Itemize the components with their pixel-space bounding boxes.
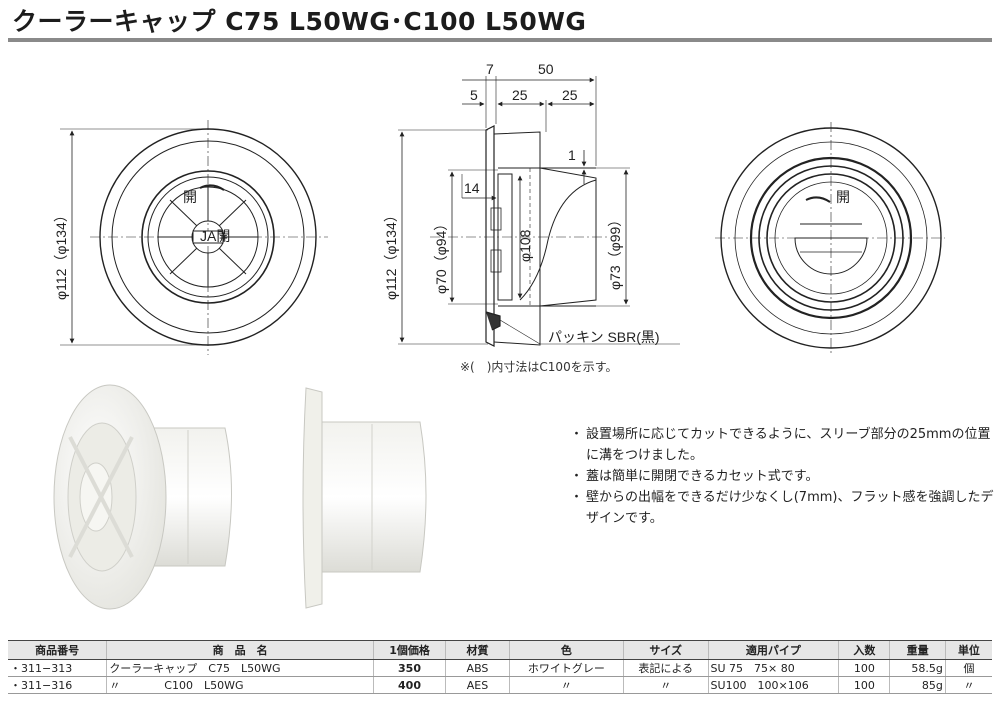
technical-drawings: JA開 開 φ112（φ134） [53,61,945,610]
cell-qty: 100 [838,659,890,677]
cell-weight: 58.5g [889,659,946,677]
dim-top-5: 5 [470,87,478,103]
cell-name: クーラーキャップ C75 L50WG [106,659,374,677]
feature-item: 設置場所に応じてカットできるように、スリーブ部分の25mmの位置に溝をつけました… [570,424,994,466]
col-header: 適用パイプ [707,640,839,660]
product-table: 商品番号 商 品 名 1個価格 材質 色 サイズ 適用パイプ 入数 重量 単位 … [8,640,992,694]
cell-price: 400 [372,676,446,694]
side-outer-dimension: φ112（φ134） [383,208,399,300]
cell-color: ホワイトグレー [508,659,624,677]
dim-top-25a: 25 [512,87,528,103]
col-header: サイズ [622,640,709,660]
col-header: 入数 [838,640,890,660]
cell-code: ・311−316 [8,676,107,694]
dim-top-7: 7 [486,61,494,77]
col-header: 商品番号 [8,640,107,660]
feature-list: 設置場所に応じてカットできるように、スリーブ部分の25mmの位置に溝をつけました… [570,424,994,529]
dim-top-25b: 25 [562,87,578,103]
product-photo-front [53,384,232,610]
front-view [60,120,328,355]
table-header-row: 商品番号 商 品 名 1個価格 材質 色 サイズ 適用パイプ 入数 重量 単位 [8,640,992,660]
cell-price: 350 [372,659,446,677]
col-header: 材質 [445,640,510,660]
back-open-label: 開 [836,189,850,205]
front-badge-text: JA開 [200,228,230,244]
table-row: ・311−316 〃 C100 L50WG 400 AES 〃 〃 SU100 … [8,676,992,694]
cell-name: 〃 C100 L50WG [106,676,374,694]
dim-top-50: 50 [538,61,554,77]
cell-color: 〃 [508,676,624,694]
col-header: 単位 [944,640,992,660]
cell-material: AES [445,676,510,694]
cell-unit: 個 [944,659,992,677]
cell-size: 表記による [622,659,709,677]
dim-right-1: 1 [568,147,576,163]
cell-size: 〃 [622,676,709,694]
cell-pipe: SU 75 75× 80 [707,659,839,677]
front-open-label: 開 [183,189,197,205]
title-rule [8,38,992,42]
cell-qty: 100 [838,676,890,694]
side-mid-dimension: φ108 [517,229,533,262]
gasket-label: パッキン SBR(黒) [548,329,660,345]
cell-code: ・311−313 [8,659,107,677]
col-header: 1個価格 [372,640,446,660]
product-photo-side [302,387,427,609]
side-view [398,76,680,347]
feature-item: 壁からの出幅をできるだけ少なくし(7mm)、フラット感を強調したデザインです。 [570,487,994,529]
side-right-dimension: φ73（φ99） [607,213,623,290]
front-outer-dimension: φ112（φ134） [53,208,69,300]
cell-pipe: SU100 100×106 [707,676,839,694]
page-title: クーラーキャップ C75 L50WG･C100 L50WG [12,7,587,36]
dimension-note: ※( )内寸法はC100を示す。 [460,360,618,374]
dim-left-14: 14 [464,180,480,196]
cell-material: ABS [445,659,510,677]
back-view [715,122,945,355]
cell-weight: 85g [889,676,946,694]
side-inner-dimension: φ70（φ94） [433,217,449,294]
col-header: 色 [508,640,624,660]
col-header: 重量 [889,640,946,660]
col-header: 商 品 名 [106,640,374,660]
table-row: ・311−313 クーラーキャップ C75 L50WG 350 ABS ホワイト… [8,659,992,677]
feature-item: 蓋は簡単に開閉できるカセット式です。 [570,466,994,487]
cell-unit: 〃 [944,676,992,694]
